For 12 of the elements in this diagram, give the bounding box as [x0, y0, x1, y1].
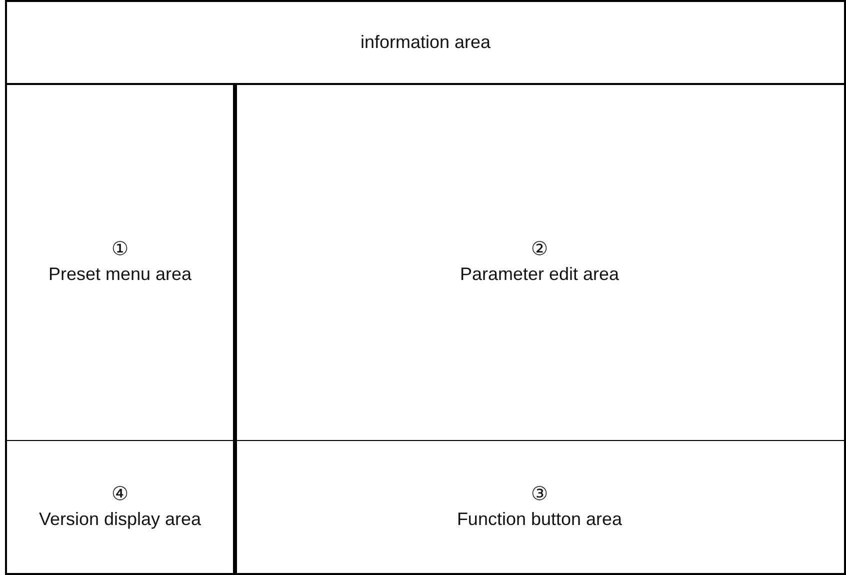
area-label: Version display area	[38, 508, 202, 531]
area-number: ④	[112, 482, 128, 506]
area-number: ①	[112, 237, 128, 261]
area-panel	[5, 83, 237, 442]
area-number: ③	[531, 482, 548, 506]
area-label: Function button area	[456, 508, 624, 530]
area-number: ②	[531, 237, 548, 261]
area-label: information area	[359, 31, 492, 54]
area-panel	[5, 0, 846, 85]
area-label: Preset menu area	[47, 263, 193, 286]
area-panel	[5, 440, 237, 575]
area-label: Parameter edit area	[458, 263, 620, 286]
